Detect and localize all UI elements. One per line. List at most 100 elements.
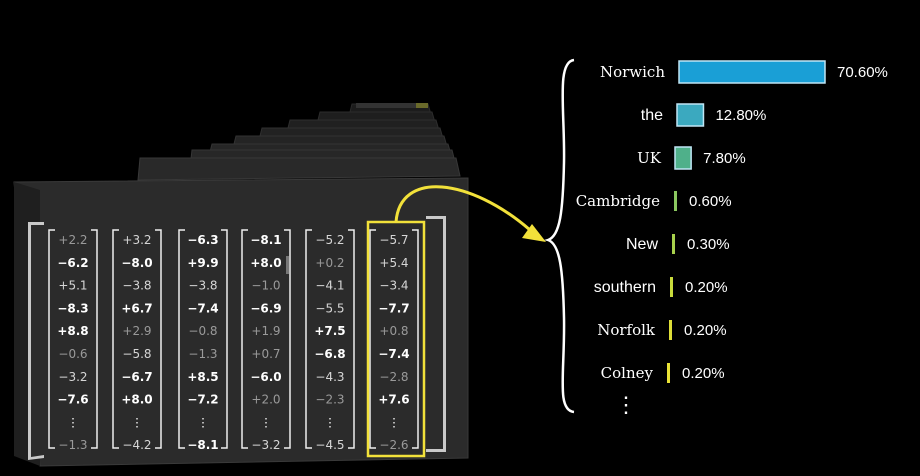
vector-value: −6.8 — [314, 347, 345, 361]
vector-value: −0.8 — [188, 324, 217, 338]
prediction-row: southern 0.20% — [594, 277, 728, 297]
vector-left-bracket — [112, 229, 119, 449]
vector-value: ⋮ — [67, 415, 79, 429]
vector-value: −0.6 — [58, 347, 87, 361]
vector-value: +7.5 — [314, 324, 345, 338]
vector-value: −6.9 — [250, 301, 281, 315]
vector-left-bracket — [369, 229, 376, 449]
probability-bar — [678, 60, 826, 84]
vector-value: −1.0 — [251, 279, 280, 293]
vector-value: +5.1 — [58, 279, 87, 293]
probability-bar — [670, 277, 673, 297]
vector-value: +9.9 — [187, 256, 218, 270]
vector-value: −6.2 — [57, 256, 88, 270]
vector-value: +8.0 — [250, 256, 281, 270]
vector-value: +7.6 — [378, 393, 409, 407]
vector-value: −3.2 — [251, 438, 280, 452]
vector-column: +2.2−6.2+5.1−8.3+8.8−0.6−3.2−7.6⋮−1.3 — [48, 229, 98, 452]
vector-right-bracket — [91, 229, 98, 449]
vector-value: +8.0 — [121, 393, 152, 407]
vector-column: +3.2−8.0−3.8+6.7+2.9−5.8−6.7+8.0⋮−4.2 — [112, 229, 162, 452]
arrow — [394, 185, 546, 242]
prediction-percent: 0.60% — [689, 193, 732, 210]
vector-value: −2.6 — [379, 438, 408, 452]
prediction-word: Norwich — [600, 63, 665, 81]
prediction-word: southern — [594, 279, 656, 296]
vector-value: +0.7 — [251, 347, 280, 361]
vector-value: −4.2 — [122, 438, 151, 452]
prediction-word: UK — [637, 149, 662, 167]
vector-value: ⋮ — [260, 415, 272, 429]
vector-value: −1.3 — [188, 347, 217, 361]
vector-columns: +2.2−6.2+5.1−8.3+8.8−0.6−3.2−7.6⋮−1.3+3.… — [48, 229, 419, 452]
probability-bar — [667, 363, 670, 383]
vector-value: +0.2 — [315, 256, 344, 270]
prediction-row: Norwich 70.60% — [600, 60, 888, 84]
vector-value: −5.2 — [315, 233, 344, 247]
vector-value: +2.0 — [251, 393, 280, 407]
vector-value: −5.7 — [379, 233, 408, 247]
vector-value: +8.5 — [187, 370, 218, 384]
vector-value: −8.1 — [187, 438, 218, 452]
vector-value: +8.8 — [57, 324, 88, 338]
vector-value: +3.2 — [122, 233, 151, 247]
prediction-word: Cambridge — [576, 192, 660, 210]
vector-value: −3.8 — [188, 279, 217, 293]
vector-value: −7.7 — [378, 301, 409, 315]
tiny-token-labels — [356, 103, 428, 108]
vector-column: −6.3+9.9−3.8−7.4−0.8−1.3+8.5−7.2⋮−8.1 — [178, 229, 228, 452]
vector-value: −2.3 — [315, 393, 344, 407]
vector-value: +5.4 — [379, 256, 408, 270]
vector-left-bracket — [178, 229, 185, 449]
prediction-percent: 0.20% — [684, 322, 727, 339]
prediction-percent: 0.20% — [685, 279, 728, 296]
vector-value: +1.9 — [251, 324, 280, 338]
vector-value: ⋮ — [131, 415, 143, 429]
prediction-row: UK 7.80% — [637, 146, 746, 170]
prediction-percent: 70.60% — [837, 64, 888, 81]
probability-bar — [669, 320, 672, 340]
vector-value: −8.1 — [250, 233, 281, 247]
arrow-head — [522, 224, 546, 242]
prediction-word: Colney — [601, 364, 654, 382]
vector-value: +0.8 — [379, 324, 408, 338]
vector-left-bracket — [48, 229, 55, 449]
prediction-row: Cambridge 0.60% — [576, 191, 732, 211]
vector-right-bracket — [348, 229, 355, 449]
vector-column: −8.1+8.0−1.0−6.9+1.9+0.7−6.0+2.0⋮−3.2 — [241, 229, 291, 452]
vector-value: −3.4 — [379, 279, 408, 293]
more-ellipsis: ⋮ — [615, 392, 637, 417]
vector-value: ⋮ — [388, 415, 400, 429]
vector-value: −7.4 — [378, 347, 409, 361]
vector-value: −3.2 — [58, 370, 87, 384]
vector-left-bracket — [305, 229, 312, 449]
prediction-row: New 0.30% — [626, 234, 730, 254]
vector-value: −8.0 — [121, 256, 152, 270]
probability-bar — [674, 146, 692, 170]
vector-value: +2.9 — [122, 324, 151, 338]
vector-value: −7.2 — [187, 393, 218, 407]
prediction-word: the — [641, 107, 663, 124]
prediction-row: Norfolk 0.20% — [597, 320, 727, 340]
vector-value: −6.7 — [121, 370, 152, 384]
vector-value: −1.3 — [58, 438, 87, 452]
prediction-word: Norfolk — [597, 321, 656, 339]
prediction-word: New — [626, 236, 658, 253]
vector-column: −5.7+5.4−3.4−7.7+0.8−7.4−2.8+7.6⋮−2.6 — [369, 229, 419, 452]
vector-right-bracket — [284, 229, 291, 449]
vector-value: +6.7 — [121, 301, 152, 315]
vector-column: −5.2+0.2−4.1−5.5+7.5−6.8−4.3−2.3⋮−4.5 — [305, 229, 355, 452]
vector-value: −6.3 — [187, 233, 218, 247]
prediction-percent: 0.30% — [687, 236, 730, 253]
vector-value: +2.2 — [58, 233, 87, 247]
prediction-percent: 7.80% — [703, 150, 746, 167]
curly-brace — [544, 58, 575, 414]
vector-value: −4.5 — [315, 438, 344, 452]
vector-value: −3.8 — [122, 279, 151, 293]
vector-value: −8.3 — [57, 301, 88, 315]
probability-bar — [672, 234, 675, 254]
probability-bar — [674, 191, 677, 211]
